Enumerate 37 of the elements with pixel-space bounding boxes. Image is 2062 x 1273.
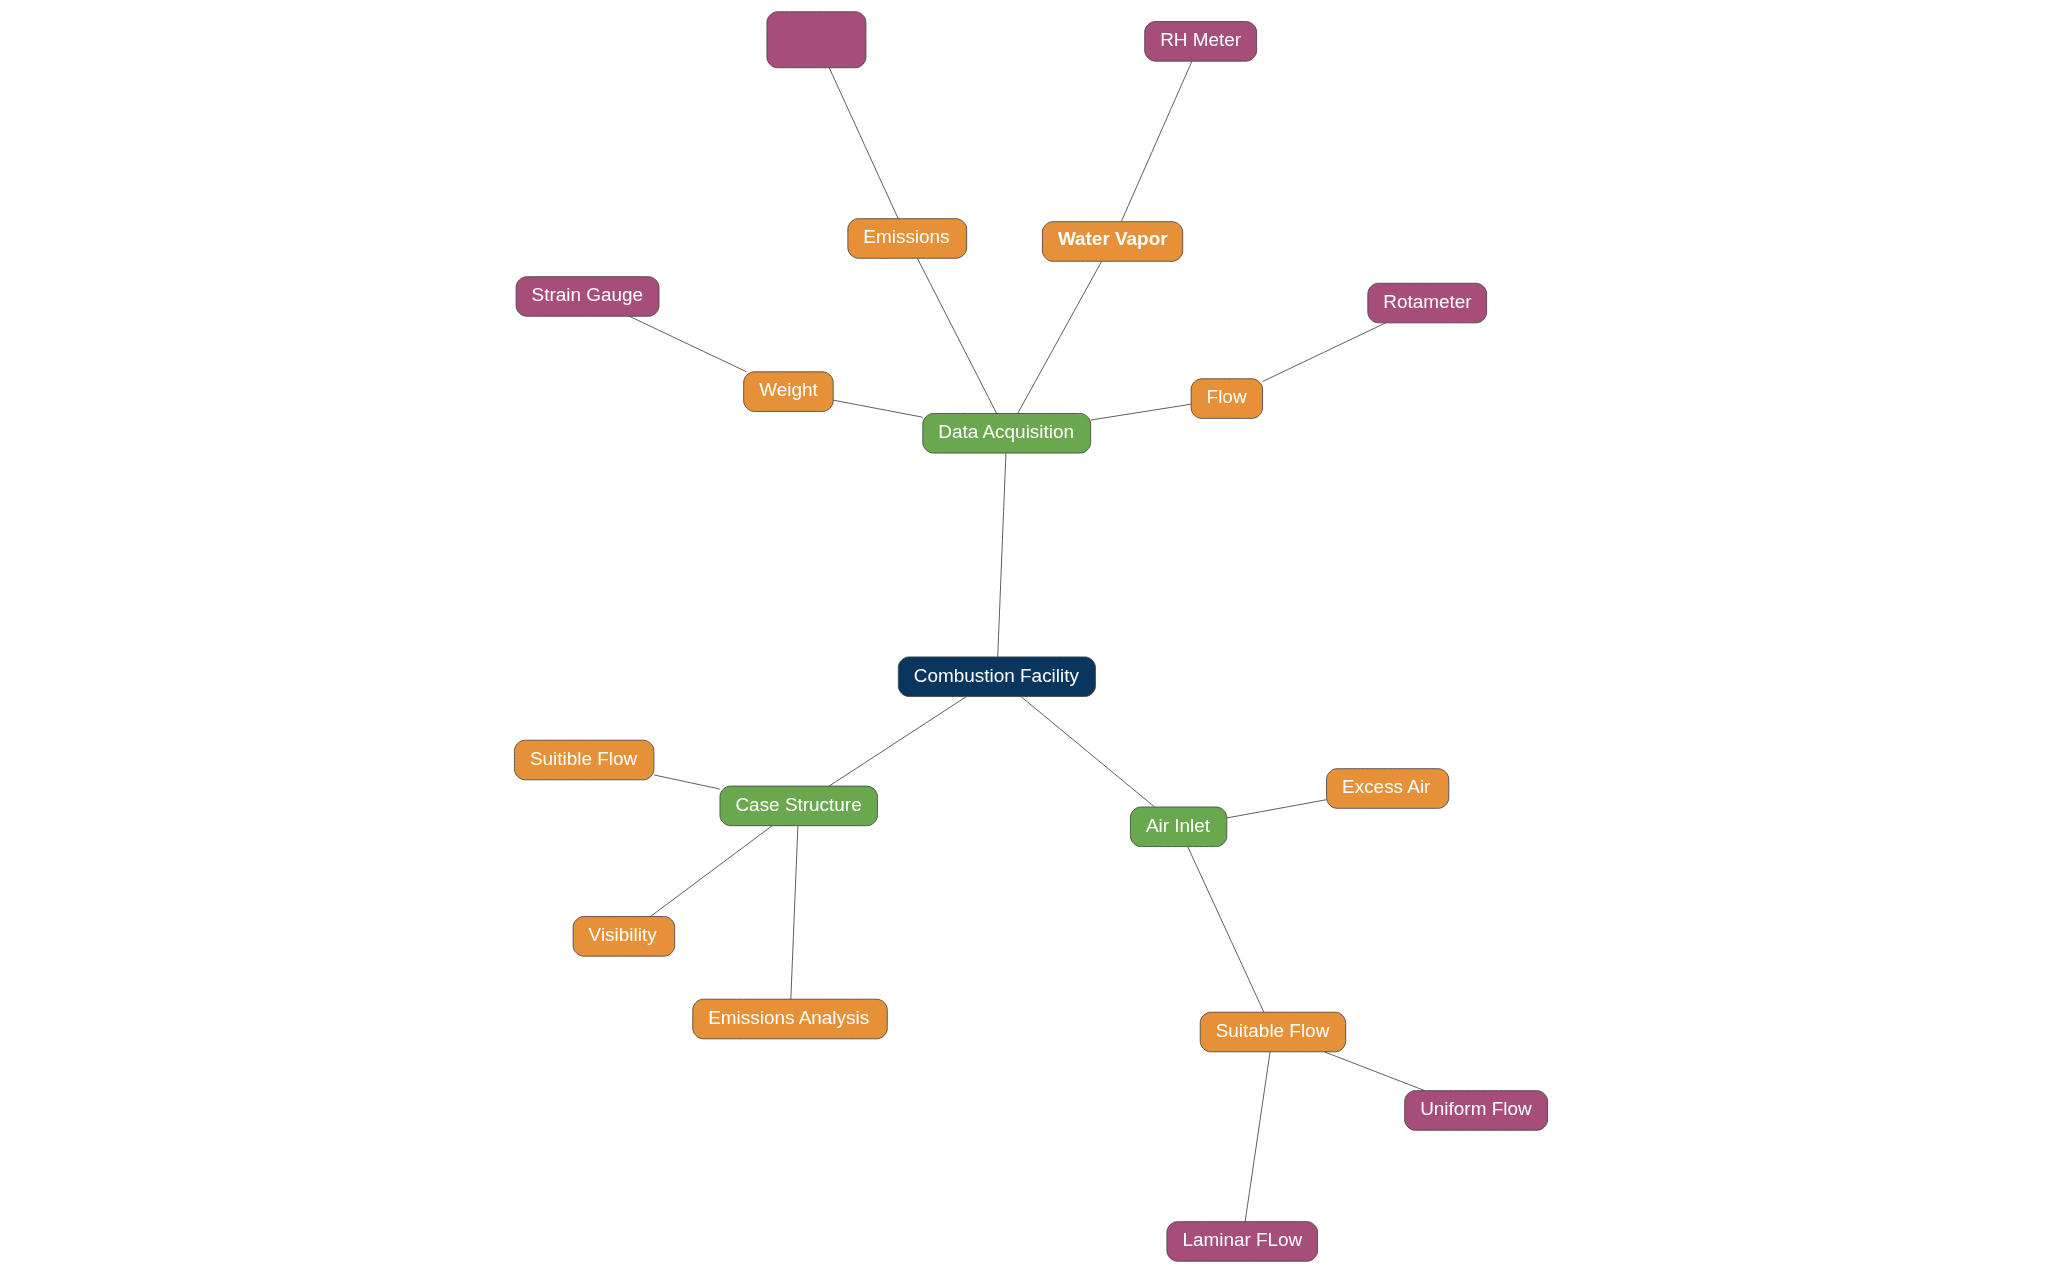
node-box: Visibility bbox=[572, 916, 676, 957]
node-box: Emissions Analysis bbox=[692, 998, 888, 1040]
connector bbox=[997, 452, 1007, 658]
node-box: Uniform Flow bbox=[1404, 1090, 1548, 1131]
node-box: Suitible Flow bbox=[514, 739, 655, 781]
node-box: Excess Air bbox=[1326, 768, 1450, 809]
node-box: RH Meter bbox=[1144, 21, 1258, 62]
connector bbox=[650, 825, 773, 917]
node-box: Water Vapor bbox=[1041, 221, 1184, 262]
connector bbox=[628, 315, 747, 373]
connector bbox=[1324, 1051, 1426, 1091]
connector bbox=[832, 399, 924, 418]
connector bbox=[828, 67, 899, 219]
node-box: Strain Gauge bbox=[515, 276, 660, 317]
connector bbox=[1226, 799, 1327, 819]
node-box: Weight bbox=[743, 371, 834, 412]
node-box: Laminar FLow bbox=[1166, 1221, 1318, 1262]
node-box: Emissions bbox=[847, 218, 968, 259]
node-box: Data Acquisition bbox=[922, 413, 1092, 454]
node-box: Rotameter bbox=[1367, 282, 1488, 324]
connector bbox=[1187, 846, 1265, 1013]
node-box: Combustion Facility bbox=[897, 656, 1096, 697]
node-box bbox=[766, 11, 867, 69]
connector bbox=[790, 825, 799, 1000]
node-box: Suitable Flow bbox=[1199, 1011, 1347, 1053]
connector bbox=[653, 774, 721, 790]
node-box: Case Structure bbox=[719, 785, 878, 827]
node-box: Air Inlet bbox=[1129, 806, 1228, 847]
connector bbox=[1020, 696, 1155, 808]
connector bbox=[1120, 60, 1193, 222]
connector bbox=[828, 696, 967, 787]
node-box: Flow bbox=[1190, 378, 1263, 419]
connector bbox=[1090, 403, 1192, 421]
connector bbox=[917, 258, 997, 414]
connector bbox=[1262, 322, 1386, 382]
connector bbox=[1244, 1051, 1271, 1222]
connector bbox=[1017, 261, 1102, 414]
